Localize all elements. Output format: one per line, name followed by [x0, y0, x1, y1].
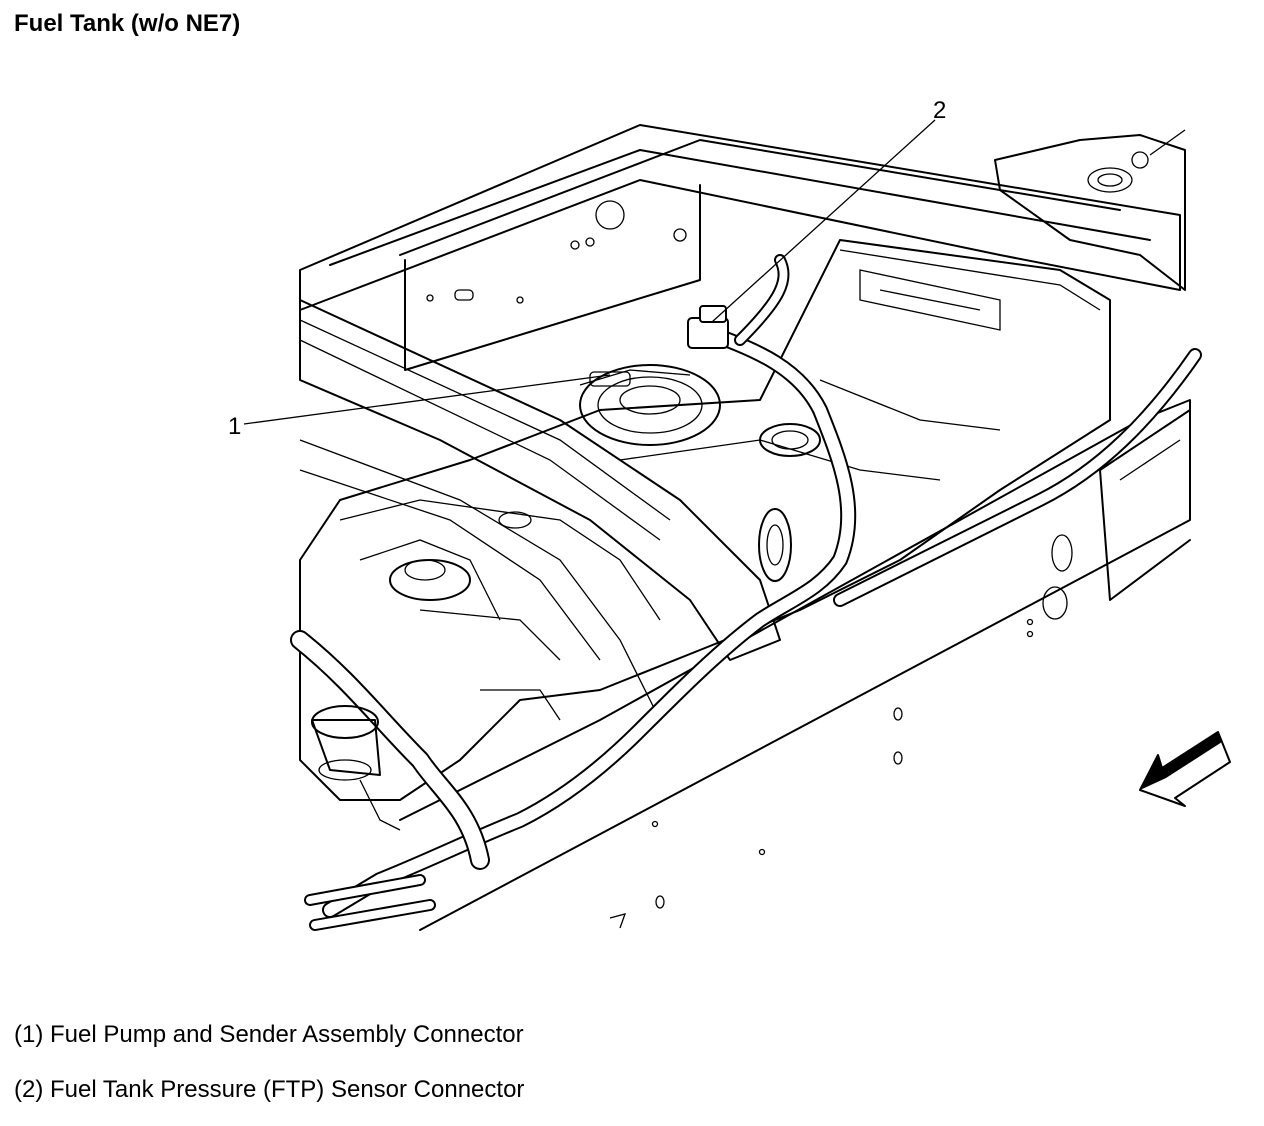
callout-number-1: 1	[228, 413, 241, 440]
left-frame-rail	[299, 299, 781, 721]
rear-frame-crossmember	[299, 124, 1181, 371]
callout-1: 1	[228, 374, 611, 440]
fuel-lines	[290, 630, 490, 931]
legend-item-1: (1) Fuel Pump and Sender Assembly Connec…	[14, 1021, 524, 1048]
evap-canister	[311, 705, 401, 831]
legend-item-2: (2) Fuel Tank Pressure (FTP) Sensor Conn…	[14, 1076, 525, 1103]
fuel-pump-module	[389, 364, 821, 601]
page-title: Fuel Tank (w/o NE7)	[14, 10, 241, 37]
callout-number-2: 2	[933, 97, 946, 124]
upper-right-bracket	[994, 129, 1186, 291]
front-direction-arrow-icon	[1139, 731, 1231, 807]
wiring-harness	[322, 254, 1202, 918]
fuel-tank-diagram: 1 2	[228, 97, 1231, 931]
right-frame-rail	[399, 399, 1191, 931]
callout-2: 2	[711, 97, 946, 323]
